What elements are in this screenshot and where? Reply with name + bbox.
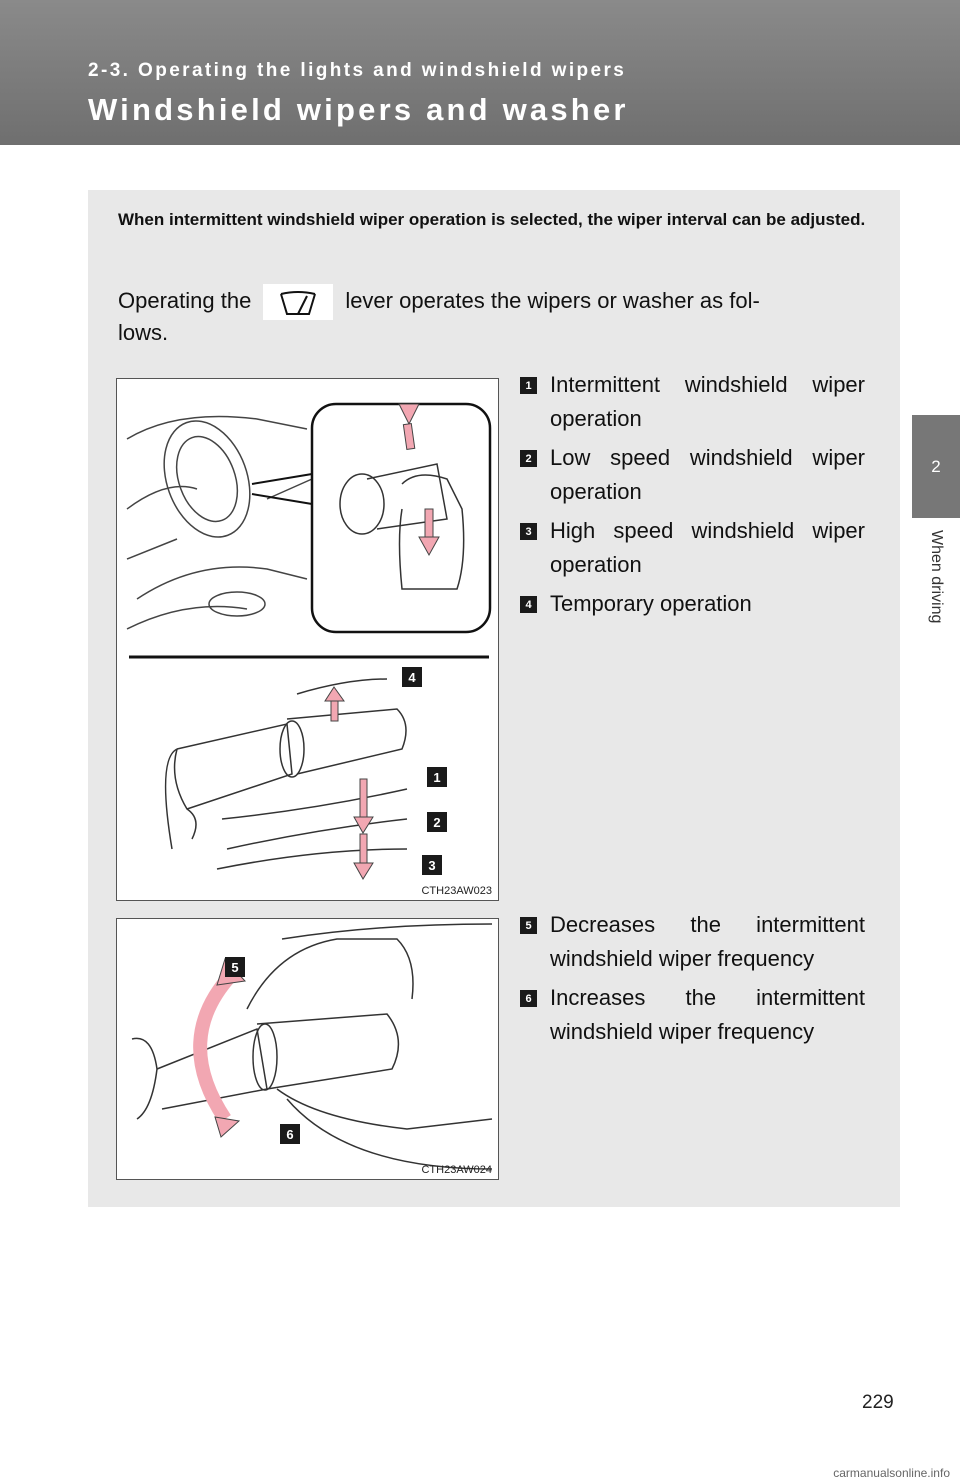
number-badge: 5: [520, 917, 537, 934]
wiper-lever-icon: [263, 284, 334, 321]
callout-badge: [427, 812, 447, 832]
figure-code: CTH23AW024: [421, 1164, 492, 1176]
intro-text: When intermittent windshield wiper opera…: [118, 210, 866, 229]
legend-item: 6 Increases the intermittent windshield w…: [520, 981, 865, 1049]
operating-line: Operating the lever operates the wipers …: [118, 283, 868, 321]
number-badge: 1: [520, 377, 537, 394]
legend-item: 1 Intermittent windshield wiper operation: [520, 368, 865, 436]
callout-badge: [225, 957, 245, 977]
legend-item: 4 Temporary operation: [520, 587, 865, 621]
operating-line-cont: lows.: [118, 320, 169, 345]
operating-after: lever operates the wipers or washer as f…: [345, 288, 760, 313]
callout-badge: [280, 1124, 300, 1144]
callout-5: 5: [231, 960, 238, 975]
legend-text: High speed windshield wiper operation: [550, 518, 865, 577]
page-number: 229: [862, 1392, 894, 1413]
section-heading: 2-3. Operating the lights and windshield…: [88, 60, 627, 81]
operating-before: Operating the: [118, 288, 252, 313]
legend-item: 2 Low speed windshield wiper operation: [520, 441, 865, 509]
number-badge: 6: [520, 990, 537, 1007]
number-badge: 2: [520, 450, 537, 467]
figure-interval-dial: 5 6 CTH23AW024: [116, 918, 499, 1180]
figure-code: CTH23AW023: [421, 885, 492, 897]
wiper-lever-illustration: 4 1 2 3: [126, 402, 492, 880]
chapter-tab: 2: [912, 415, 960, 518]
callout-badge: [402, 667, 422, 687]
callout-1: 1: [433, 770, 440, 785]
number-badge: 3: [520, 523, 537, 540]
callout-6: 6: [286, 1127, 293, 1142]
number-badge: 4: [520, 596, 537, 613]
legend-list-2: 5 Decreases the intermittent windshield w…: [520, 908, 865, 1054]
legend-text: Decreases the intermittent windshield wi…: [550, 912, 865, 971]
legend-item: 3 High speed windshield wiper operation: [520, 514, 865, 582]
interval-dial-illustration: 5 6: [131, 923, 493, 1170]
legend-text: Low speed windshield wiper operation: [550, 445, 865, 504]
callout-3: 3: [428, 858, 435, 873]
page-header: 2-3. Operating the lights and windshield…: [0, 0, 960, 145]
legend-item: 5 Decreases the intermittent windshield w…: [520, 908, 865, 976]
page-title: Windshield wipers and washer: [88, 92, 629, 127]
callout-badge: [422, 855, 442, 875]
legend-list-1: 1 Intermittent windshield wiper operation…: [520, 368, 865, 626]
watermark: carmanualsonline.info: [833, 1466, 950, 1480]
callout-4: 4: [408, 670, 416, 685]
legend-text: Increases the intermittent windshield wi…: [550, 985, 865, 1044]
callout-badge: [427, 767, 447, 787]
chapter-label: When driving: [928, 530, 945, 624]
callout-2: 2: [433, 815, 440, 830]
legend-text: Intermittent windshield wiper operation: [550, 372, 865, 431]
figure-wiper-lever-positions: 4 1 2 3 CTH23AW023: [116, 378, 499, 901]
chapter-number: 2: [931, 456, 941, 476]
legend-text: Temporary operation: [550, 591, 752, 616]
